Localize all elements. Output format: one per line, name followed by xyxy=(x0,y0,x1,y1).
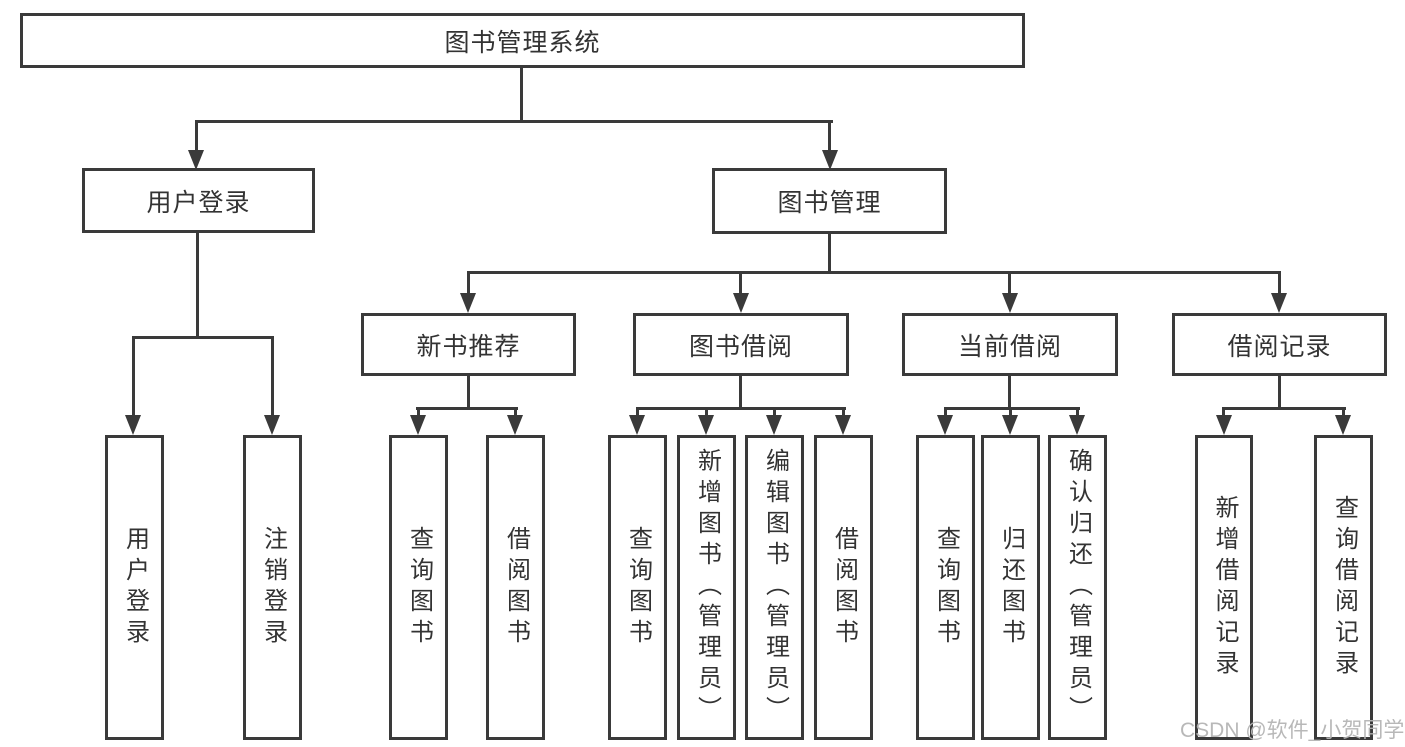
leaf-query-books-borrowing: 查询图书 xyxy=(608,435,667,740)
connector-borrowrecords-splitter xyxy=(1222,407,1346,410)
node-borrowing-records-label: 借阅记录 xyxy=(1227,332,1332,361)
arrowhead-down-icon xyxy=(937,415,953,435)
leaf-query-borrow-record: 查询借阅记录 xyxy=(1314,435,1373,740)
arrowhead-down-icon xyxy=(766,415,782,435)
leaf-add-borrow-record: 新增借阅记录 xyxy=(1195,435,1253,740)
arrowhead-down-icon xyxy=(629,415,645,435)
node-book-management-label: 图书管理 xyxy=(777,189,882,217)
arrowhead-down-icon xyxy=(1069,415,1085,435)
leaf-query-books-newbooks-label: 查询图书 xyxy=(405,525,433,650)
leaf-user-login: 用户登录 xyxy=(105,435,164,740)
arrowhead-down-icon xyxy=(1216,415,1232,435)
connector-bookborrow-stem-1 xyxy=(636,407,639,417)
leaf-borrow-books-borrowing: 借阅图书 xyxy=(814,435,873,740)
leaf-borrow-books-newbooks: 借阅图书 xyxy=(486,435,545,740)
connector-bookmgmt-stem-1 xyxy=(467,271,470,296)
connector-newbooks-trunk xyxy=(467,374,470,410)
node-user-login: 用户登录 xyxy=(82,168,315,233)
node-current-borrowing-label: 当前借阅 xyxy=(957,332,1062,361)
leaf-user-login-label: 用户登录 xyxy=(121,525,149,650)
node-new-book-recommend: 新书推荐 xyxy=(361,313,576,376)
leaf-confirm-return-admin: 确认归还（管理员） xyxy=(1048,435,1107,740)
connector-currentborrow-stem-3 xyxy=(1076,407,1079,417)
node-user-login-label: 用户登录 xyxy=(146,188,251,217)
connector-currentborrow-stem-1 xyxy=(944,407,947,417)
node-library-system: 图书管理系统 xyxy=(20,13,1025,68)
connector-bookborrow-stem-3 xyxy=(773,407,776,417)
connector-bookborrow-splitter xyxy=(636,407,846,410)
connector-userlogin-splitter xyxy=(133,336,274,339)
arrowhead-down-icon xyxy=(125,415,141,435)
connector-userlogin-trunk xyxy=(196,231,199,339)
leaf-add-book-admin-label: 新增图书（管理员） xyxy=(693,448,721,727)
connector-root-trunk xyxy=(520,66,523,123)
node-borrowing-records: 借阅记录 xyxy=(1172,313,1387,376)
connector-userlogin-stem-2 xyxy=(271,336,274,418)
arrowhead-down-icon xyxy=(188,150,204,170)
leaf-query-books-current: 查询图书 xyxy=(916,435,975,740)
arrowhead-down-icon xyxy=(822,150,838,170)
arrowhead-down-icon xyxy=(410,415,426,435)
connector-borrowrecords-stem-1 xyxy=(1222,407,1225,417)
connector-currentborrow-stem-2 xyxy=(1009,407,1012,417)
arrowhead-down-icon xyxy=(1002,415,1018,435)
connector-userlogin-stem-1 xyxy=(132,336,135,418)
connector-bookborrow-stem-4 xyxy=(842,407,845,417)
leaf-return-book-label: 归还图书 xyxy=(997,525,1025,650)
connector-newbooks-stem-2 xyxy=(514,407,517,417)
connector-newbooks-splitter xyxy=(416,407,518,410)
connector-currentborrow-trunk xyxy=(1008,374,1011,410)
leaf-query-books-current-label: 查询图书 xyxy=(932,525,960,650)
node-book-borrowing-label: 图书借阅 xyxy=(688,332,793,361)
node-library-system-label: 图书管理系统 xyxy=(444,28,601,57)
connector-borrowrecords-trunk xyxy=(1278,374,1281,410)
connector-bookborrow-stem-2 xyxy=(705,407,708,417)
connector-bookborrow-trunk xyxy=(739,374,742,410)
connector-root-stem-right xyxy=(828,120,831,153)
arrowhead-down-icon xyxy=(460,293,476,313)
arrowhead-down-icon xyxy=(698,415,714,435)
node-book-borrowing: 图书借阅 xyxy=(633,313,849,376)
arrowhead-down-icon xyxy=(835,415,851,435)
connector-root-splitter xyxy=(195,120,833,123)
connector-bookmgmt-stem-3 xyxy=(1008,271,1011,296)
arrowhead-down-icon xyxy=(1002,293,1018,313)
connector-root-stem-left xyxy=(195,120,198,153)
leaf-query-books-newbooks: 查询图书 xyxy=(389,435,448,740)
leaf-query-books-borrowing-label: 查询图书 xyxy=(624,525,652,650)
arrowhead-down-icon xyxy=(1271,293,1287,313)
leaf-query-borrow-record-label: 查询借阅记录 xyxy=(1330,494,1358,681)
leaf-confirm-return-admin-label: 确认归还（管理员） xyxy=(1064,448,1092,727)
connector-newbooks-stem-1 xyxy=(417,407,420,417)
leaf-logout-label: 注销登录 xyxy=(259,525,287,650)
arrowhead-down-icon xyxy=(507,415,523,435)
leaf-add-borrow-record-label: 新增借阅记录 xyxy=(1211,494,1238,681)
leaf-edit-book-admin-label: 编辑图书（管理员） xyxy=(761,448,789,727)
arrowhead-down-icon xyxy=(1335,415,1351,435)
node-book-management: 图书管理 xyxy=(712,168,947,234)
connector-borrowrecords-stem-2 xyxy=(1342,407,1345,417)
leaf-borrow-books-borrowing-label: 借阅图书 xyxy=(830,525,858,650)
arrowhead-down-icon xyxy=(733,293,749,313)
connector-bookmgmt-stem-4 xyxy=(1278,271,1281,296)
leaf-return-book: 归还图书 xyxy=(981,435,1040,740)
leaf-borrow-books-newbooks-label: 借阅图书 xyxy=(502,525,530,650)
arrowhead-down-icon xyxy=(264,415,280,435)
node-new-book-recommend-label: 新书推荐 xyxy=(416,332,521,361)
connector-bookmgmt-stem-2 xyxy=(739,271,742,296)
connector-currentborrow-splitter xyxy=(944,407,1080,410)
node-current-borrowing: 当前借阅 xyxy=(902,313,1118,376)
leaf-logout: 注销登录 xyxy=(243,435,302,740)
connector-bookmgmt-splitter xyxy=(467,271,1281,274)
leaf-add-book-admin: 新增图书（管理员） xyxy=(677,435,736,740)
connector-bookmgmt-trunk xyxy=(828,232,831,274)
watermark: CSDN @软件_小贺同学 xyxy=(1180,719,1405,742)
leaf-edit-book-admin: 编辑图书（管理员） xyxy=(745,435,804,740)
